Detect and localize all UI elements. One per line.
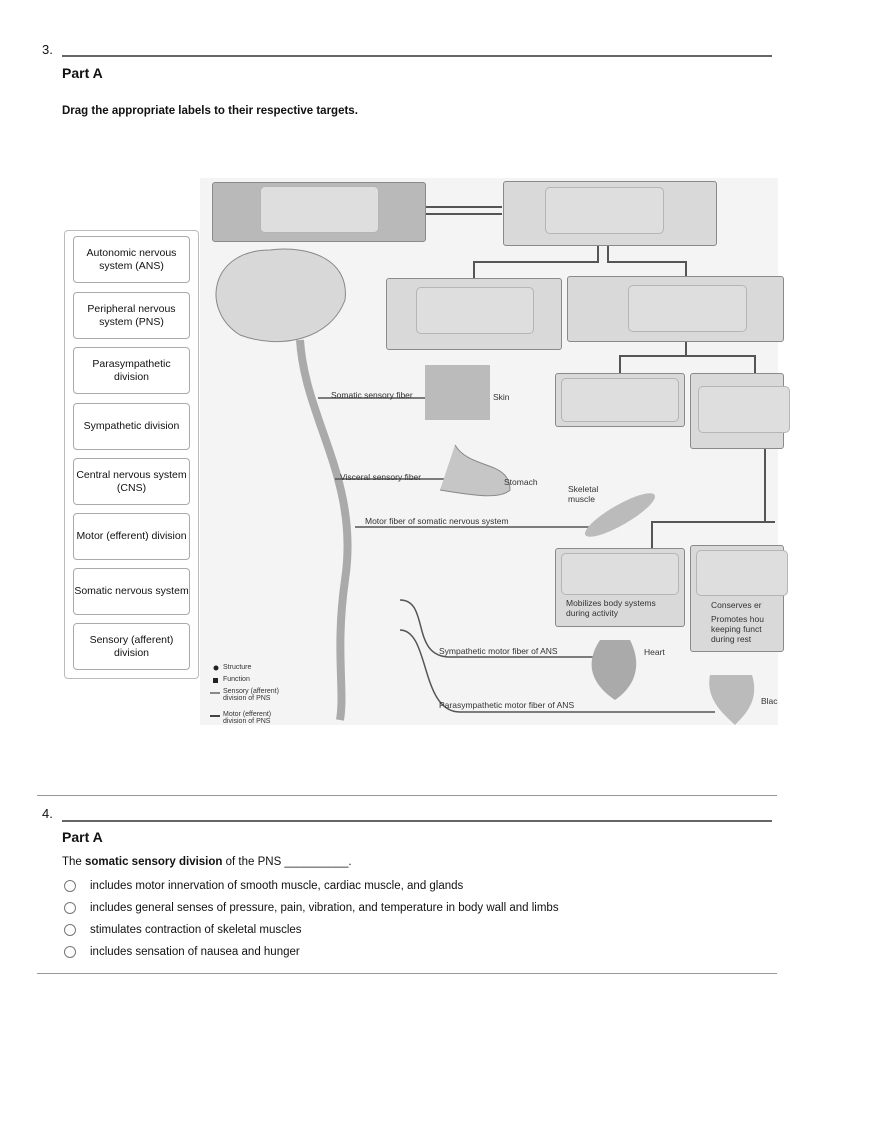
legend-item: Function bbox=[223, 676, 250, 683]
radio-button[interactable] bbox=[64, 924, 76, 936]
label-parasympathetic[interactable]: Parasympathetic division bbox=[73, 347, 190, 394]
option[interactable]: includes motor innervation of smooth mus… bbox=[64, 880, 463, 892]
heart-icon bbox=[591, 640, 637, 700]
stem-text: The bbox=[62, 856, 86, 868]
question-number: 4. bbox=[42, 806, 53, 821]
radio-button[interactable] bbox=[64, 880, 76, 892]
diagram-label: Parasympathetic motor fiber of ANS bbox=[439, 700, 575, 710]
sensory-box bbox=[386, 278, 562, 350]
divider bbox=[62, 820, 772, 822]
ans-box bbox=[690, 373, 790, 449]
structure-legend-icon bbox=[213, 665, 219, 671]
diagram-label: Skin bbox=[493, 392, 510, 402]
option-label: includes motor innervation of smooth mus… bbox=[90, 880, 464, 892]
part-title: Part A bbox=[62, 65, 103, 81]
skin-icon bbox=[425, 365, 490, 420]
option-label: includes general senses of pressure, pai… bbox=[90, 902, 559, 914]
instruction: Drag the appropriate labels to their res… bbox=[62, 105, 358, 117]
label-motor[interactable]: Motor (efferent) division bbox=[73, 513, 190, 560]
legend-item: Motor (efferent) division of PNS bbox=[223, 711, 272, 725]
legend-item: Sensory (afferent) division of PNS bbox=[223, 688, 279, 702]
function-legend-icon bbox=[213, 678, 218, 683]
stem-text: of the PNS __________. bbox=[222, 856, 352, 868]
radio-button[interactable] bbox=[64, 902, 76, 914]
pns-box bbox=[503, 181, 717, 246]
nerve-fibers bbox=[318, 397, 715, 713]
drop-target[interactable] bbox=[628, 285, 747, 332]
option[interactable]: stimulates contraction of skeletal muscl… bbox=[64, 924, 302, 936]
diagram-label: Heart bbox=[644, 647, 665, 657]
option-label: includes sensation of nausea and hunger bbox=[90, 946, 300, 958]
label-cns[interactable]: Central nervous system (CNS) bbox=[73, 458, 190, 505]
stomach-icon bbox=[439, 444, 511, 497]
label-bank: Autonomic nervous system (ANS) Periphera… bbox=[64, 230, 199, 679]
option[interactable]: includes sensation of nausea and hunger bbox=[64, 946, 300, 958]
diagram-label: Motor fiber of somatic nervous system bbox=[365, 516, 509, 526]
drop-target[interactable] bbox=[696, 550, 788, 596]
diagram-label: Blac bbox=[761, 696, 778, 706]
stem-bold: somatic sensory division bbox=[85, 856, 223, 868]
cns-box bbox=[212, 182, 426, 242]
diagram-label: Skeletal muscle bbox=[568, 484, 599, 504]
option[interactable]: includes general senses of pressure, pai… bbox=[64, 902, 559, 914]
label-sensory[interactable]: Sensory (afferent) division bbox=[73, 623, 190, 670]
drop-target[interactable] bbox=[260, 186, 379, 233]
radio-button[interactable] bbox=[64, 946, 76, 958]
skeletal-muscle-icon bbox=[585, 493, 655, 537]
parasympathetic-function: Conserves er bbox=[711, 600, 762, 610]
question-number: 3. bbox=[42, 42, 53, 57]
somatic-box bbox=[555, 373, 685, 427]
label-ans[interactable]: Autonomic nervous system (ANS) bbox=[73, 236, 190, 283]
spinal-cord bbox=[296, 339, 352, 721]
label-sympathetic[interactable]: Sympathetic division bbox=[73, 403, 190, 450]
motor-box bbox=[567, 276, 784, 342]
brain-icon bbox=[215, 248, 346, 342]
parasympathetic-box: Conserves er Promotes hou keeping funct … bbox=[690, 545, 788, 652]
label-pns[interactable]: Peripheral nervous system (PNS) bbox=[73, 292, 190, 339]
diagram-label: Stomach bbox=[504, 477, 538, 487]
drop-target[interactable] bbox=[416, 287, 534, 334]
divider bbox=[37, 795, 777, 796]
sympathetic-box: Mobilizes body systems during activity bbox=[555, 548, 685, 627]
part-title: Part A bbox=[62, 829, 103, 845]
diagram-label: Sympathetic motor fiber of ANS bbox=[439, 646, 558, 656]
drop-target[interactable] bbox=[698, 386, 790, 433]
option-label: stimulates contraction of skeletal muscl… bbox=[90, 924, 302, 936]
diagram-label: Somatic sensory fiber bbox=[331, 390, 413, 400]
drop-target[interactable] bbox=[545, 187, 664, 234]
label-somatic[interactable]: Somatic nervous system bbox=[73, 568, 190, 615]
bladder-icon bbox=[709, 675, 755, 725]
divider bbox=[37, 973, 777, 974]
question-stem: The somatic sensory division of the PNS … bbox=[62, 856, 352, 868]
connector-lines bbox=[426, 206, 775, 548]
drop-target[interactable] bbox=[561, 378, 679, 422]
drop-target[interactable] bbox=[561, 553, 679, 595]
sympathetic-function: Mobilizes body systems during activity bbox=[566, 598, 656, 618]
legend-item: Structure bbox=[223, 664, 252, 671]
divider bbox=[62, 55, 772, 57]
diagram-label: Visceral sensory fiber bbox=[340, 472, 422, 482]
parasympathetic-function: Promotes hou keeping funct during rest bbox=[711, 614, 764, 644]
